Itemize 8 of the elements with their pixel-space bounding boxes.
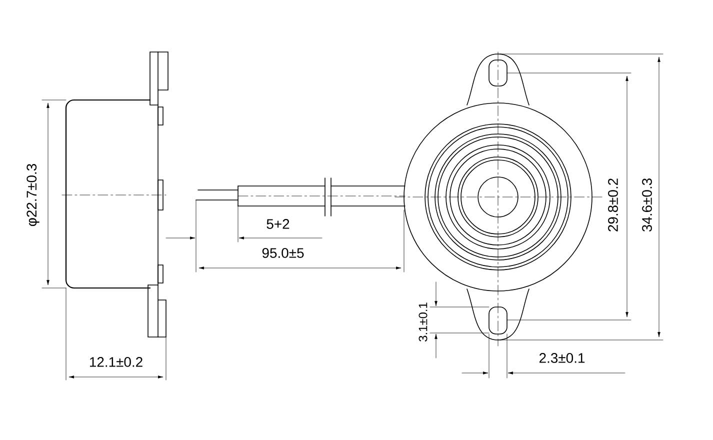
dimension-text: 5+2 [266,219,290,229]
dimension-text: 34.6±0.3 [642,178,652,232]
dimension-text: 95.0±5 [262,248,304,258]
dimension-text: 2.3±0.1 [540,353,585,363]
dimension-text: 29.8±0.2 [608,178,618,232]
dimension-text: 3.1±0.1 [418,302,428,342]
dimension-text: 12.1±0.2 [90,357,142,367]
dimension-text: φ22.7±0.3 [26,164,40,226]
